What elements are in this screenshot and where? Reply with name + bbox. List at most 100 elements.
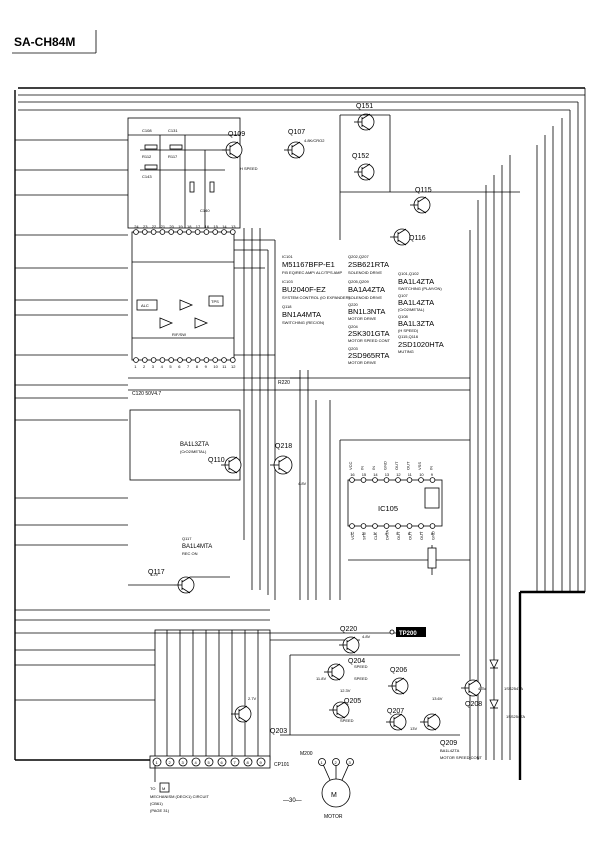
ic101-pin-number: 8 [196, 364, 199, 369]
svg-text:C131: C131 [168, 128, 178, 133]
cp101-pin-6 [217, 757, 227, 767]
parts-list: IC101 M51167BFP-E1 P.B EQ/REC AMP/ ALC/T… [282, 254, 444, 365]
ic101-chip: ALC TPS R/F/SW [131, 231, 235, 361]
svg-text:TP200: TP200 [399, 631, 417, 637]
ic101-pin-number: 10 [213, 364, 218, 369]
svg-text:(CrO2/METAL): (CrO2/METAL) [398, 307, 425, 312]
cp101-label: CP101 [274, 762, 290, 768]
ic105-pin-number: 13 [385, 472, 390, 477]
ic101-pin-number: 17 [196, 224, 201, 229]
q205-label: Q205 [344, 698, 361, 705]
filter-network: C108 C131 R112 R117 C143 C140 [127, 117, 241, 229]
ic105-pin-10 [418, 477, 424, 483]
svg-text:BA1L3ZTA: BA1L3ZTA [180, 442, 209, 448]
r220-label: R220 [278, 380, 290, 386]
ic105-pin-number: 2 [362, 531, 365, 536]
q107-label: Q107 [288, 129, 305, 136]
ic101-pin-16 [203, 229, 210, 235]
ic101-pin-number: 1 [134, 364, 137, 369]
ic105-pin-2 [360, 523, 367, 529]
svg-text:MOTOR DRIVE: MOTOR DRIVE [348, 360, 376, 365]
transistor-q109: Q109 [222, 131, 245, 159]
svg-text:Q203: Q203 [348, 346, 359, 351]
ic101-pin-15 [212, 229, 219, 235]
ic105-pin-16 [349, 477, 355, 483]
pb-fb-label: R/F/SW [172, 332, 186, 337]
ic101-pin-number: 6 [178, 364, 181, 369]
svg-text:M: M [331, 792, 337, 799]
ic105-pin-name: CLK [373, 532, 378, 540]
cp101-pin-number: 7 [234, 760, 237, 765]
ic101-pin-number: 21 [161, 224, 166, 229]
svg-text:SOLENOID DRIVE: SOLENOID DRIVE [348, 270, 382, 275]
ic101-pin-19 [177, 229, 183, 235]
ic105-pin-number: 3 [373, 531, 376, 536]
transistor-q152: Q152 [352, 153, 375, 181]
ic105-pin-name: VCC [348, 461, 353, 470]
ic101-pin-12 [230, 357, 236, 363]
ic105-pin-name: DATA [385, 530, 390, 540]
q207-label: Q207 [387, 708, 404, 715]
transistor-q208: Q208 [461, 679, 482, 708]
cp101-pin-number: 9 [260, 760, 263, 765]
ic101-pin-9 [203, 357, 210, 363]
q204-label: Q204 [348, 658, 365, 665]
cp101-pin-number: 6 [221, 760, 224, 765]
ic105-pin-1 [349, 523, 355, 529]
h-speed-label: H SPEED [240, 166, 258, 171]
ic105-pin-9 [429, 477, 436, 483]
motor-pin-2 [332, 758, 340, 766]
diodes [489, 659, 499, 709]
svg-text:2SB621RTA: 2SB621RTA [348, 260, 389, 269]
ic105-pin-number: 12 [396, 472, 401, 477]
page-number: —30— [283, 798, 302, 804]
ic101-pin-24 [133, 229, 139, 235]
svg-text:2SD965RTA: 2SD965RTA [348, 351, 389, 360]
ic105-pin-name: IN [429, 466, 434, 470]
svg-text:Q220: Q220 [348, 302, 359, 307]
transistor-q115: Q115 [410, 187, 432, 214]
ic101-pin-number: 22 [152, 224, 157, 229]
ic101-pin-number: 23 [143, 224, 148, 229]
svg-text:Q107: Q107 [398, 293, 409, 298]
svg-text:SPEED: SPEED [354, 676, 368, 681]
ic105-chip: IC105 [347, 479, 443, 527]
ic101-pin-23 [142, 229, 148, 235]
svg-text:2.7V: 2.7V [248, 696, 257, 701]
svg-text:4.3V: 4.3V [478, 686, 487, 691]
svg-text:C140: C140 [200, 208, 210, 213]
motor-pin-number: 1 [321, 760, 324, 765]
ic105-pin-number: 10 [419, 472, 424, 477]
ic101-pin-number: 14 [222, 224, 227, 229]
ic105-pin-number: 4 [385, 531, 388, 536]
ic101-pin-number: 3 [152, 364, 155, 369]
m200-label: M200 [300, 751, 313, 757]
svg-text:M51167BFP-E1: M51167BFP-E1 [282, 260, 335, 269]
q209-label: Q209 [440, 740, 457, 747]
alc-label: ALC [141, 303, 149, 308]
svg-text:1SS254TA: 1SS254TA [506, 714, 525, 719]
q115-label: Q115 [415, 187, 432, 194]
svg-text:Q205,Q209: Q205,Q209 [348, 279, 369, 284]
transistor-q205: Q205 [329, 698, 361, 719]
cp101-pin-4 [191, 757, 201, 767]
transistor-q207: Q207 [386, 708, 407, 731]
svg-text:SYSTEM CONTROL (IO EXPANDER): SYSTEM CONTROL (IO EXPANDER) [282, 295, 350, 300]
svg-text:BU2040F-EZ: BU2040F-EZ [282, 285, 326, 294]
svg-text:Q202,Q207: Q202,Q207 [348, 254, 369, 259]
ic101-pin-18 [186, 229, 192, 235]
ic101-pin-number: 11 [222, 364, 227, 369]
ic101-pin-14 [221, 229, 227, 235]
transistor-q204: Q204 [324, 658, 365, 681]
svg-text:IC103: IC103 [282, 279, 293, 284]
svg-text:BA1L4ZTA: BA1L4ZTA [440, 748, 460, 753]
q110-label: Q110 [208, 457, 225, 464]
ic105-pin-number: 6 [408, 531, 411, 536]
svg-text:Q117: Q117 [182, 536, 192, 541]
ic101-pin-number: 4 [161, 364, 164, 369]
ic101-pin-number: 2 [143, 364, 146, 369]
svg-text:BA1L4ZTA: BA1L4ZTA [398, 298, 434, 307]
transistor-q107: Q107 4.8K/CRO2 [284, 129, 325, 159]
cp101-pin-9 [256, 757, 266, 767]
